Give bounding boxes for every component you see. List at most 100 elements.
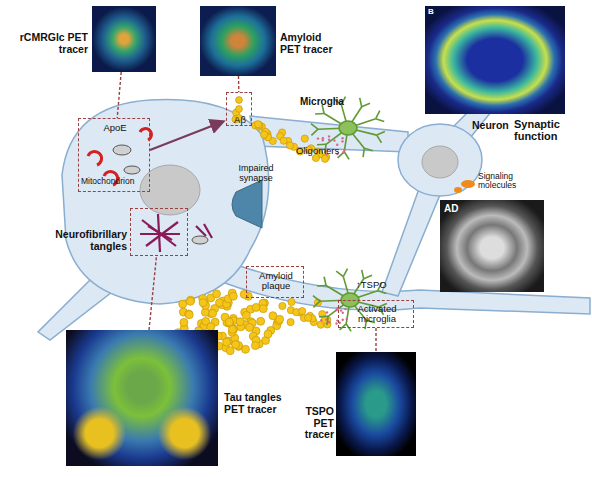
apoe-arrow [150, 122, 222, 150]
cytokine-dot [317, 137, 319, 139]
node-title: TSPO PET tracer [284, 406, 334, 441]
amyloid-particle [223, 338, 231, 346]
dashed-region-box: Activated microglia [338, 300, 414, 328]
amyloid-particle [242, 311, 250, 319]
tangle-fibre [196, 224, 212, 238]
pet-image-panel: B [425, 6, 565, 114]
microglia-branch [376, 119, 385, 122]
amyloid-particle [288, 298, 295, 305]
annotation-label: ↑TSPO [356, 280, 396, 290]
microglia-branch [364, 148, 373, 151]
pet-image-panel: rCMRGlc PET tracer [92, 6, 156, 72]
node-title: ApoE [95, 123, 135, 133]
right-dendrite-down [382, 186, 442, 296]
dashed-leader-line [238, 76, 240, 92]
cytokine-dot [342, 312, 344, 314]
amyloid-particle [254, 121, 261, 128]
dashed-leader-line [117, 72, 121, 118]
cytokine-dot [340, 309, 342, 311]
microglia-branch [311, 124, 318, 130]
microglia-branch [319, 315, 328, 317]
annotation-label: Oligomers [296, 146, 356, 156]
cytokine-dot [342, 319, 344, 321]
apoe-symbol [88, 151, 102, 165]
amyloid-particle [213, 290, 221, 298]
amyloid-particle [186, 297, 194, 305]
mitochondrion [113, 145, 131, 155]
microglia-branch [317, 285, 326, 287]
pet-image-panel: TSPO PET tracer [336, 352, 416, 456]
right-nucleus [422, 146, 458, 178]
dashed-leader-line [149, 256, 157, 330]
microglia-branch [362, 270, 364, 279]
cytokine-dot [333, 139, 335, 141]
microglia-branch [324, 277, 326, 286]
microglia-branch [362, 103, 370, 107]
illustration-details [174, 97, 387, 355]
pet-image-panel: Tau tangles PET tracer [66, 330, 218, 466]
pet-image-panel: Amyloid PET tracer [200, 6, 276, 76]
node-title: Activated microglia [342, 304, 412, 325]
microglia-branch [378, 291, 387, 294]
amyloid-particle [216, 299, 224, 307]
cytokine-dot [341, 140, 343, 142]
amyloid-particle [321, 155, 328, 162]
microglia-branch [343, 269, 347, 277]
amyloid-particle [286, 142, 293, 149]
node-title: Amyloid plaque [250, 271, 302, 292]
node-title: B [428, 8, 440, 17]
dashed-region-box: Aβ [226, 92, 252, 126]
amyloid-particle [228, 325, 236, 333]
microglia-branch [311, 129, 318, 135]
microglia-branch [363, 148, 364, 157]
cytokine-dot [341, 137, 343, 139]
amyloid-particle [260, 131, 267, 138]
amyloid-particle [280, 137, 287, 144]
microglia-branch [364, 275, 372, 279]
cytokine-dot [346, 318, 348, 320]
microglia-branch [344, 152, 349, 160]
amyloid-particle [236, 106, 243, 113]
amyloid-particle [287, 319, 294, 326]
mitochondrion [192, 236, 208, 244]
cytokine-dot [343, 149, 345, 151]
impaired-synapse [232, 180, 262, 228]
annotation-label: Microglia [300, 96, 360, 107]
microglia-branch [377, 135, 382, 143]
amyloid-particle [185, 311, 193, 319]
node-title: Amyloid PET tracer [280, 32, 344, 55]
node-title: rCMRGlc PET tracer [12, 32, 88, 55]
amyloid-particle [269, 312, 277, 320]
amyloid-particle [225, 318, 233, 326]
microglia-branch [327, 316, 328, 325]
cytokine-dot [328, 135, 330, 137]
dashed-leader-line [375, 328, 376, 352]
node-text: Mitochondrion [81, 177, 149, 186]
microglia-branch [377, 132, 385, 136]
amyloid-particle [259, 305, 267, 313]
annotation-label: Synaptic function [514, 118, 586, 142]
cytokine-dot [322, 137, 324, 139]
signaling-molecule [461, 180, 475, 188]
amyloid-particle [252, 303, 260, 311]
microglia-branch [315, 113, 324, 115]
amyloid-particle [301, 135, 308, 142]
cytokine-dot [328, 321, 330, 323]
amyloid-particle [229, 292, 237, 300]
microglia-branch [360, 98, 362, 107]
tangle-fibre [148, 226, 172, 240]
amyloid-particle [185, 310, 193, 318]
node-title: AD [444, 203, 464, 214]
amyloid-particle [279, 302, 286, 309]
node-title: Aβ [229, 115, 251, 125]
dashed-region-box: Neurofibrillary tangles [130, 208, 188, 256]
amyloid-particle [264, 330, 272, 338]
dashed-region-box: ApoE Mitochondrion [78, 118, 150, 192]
amyloid-particle [236, 318, 244, 326]
amyloid-particle [209, 309, 217, 317]
cytokine-dot [344, 308, 346, 310]
amyloid-particle [305, 314, 312, 321]
